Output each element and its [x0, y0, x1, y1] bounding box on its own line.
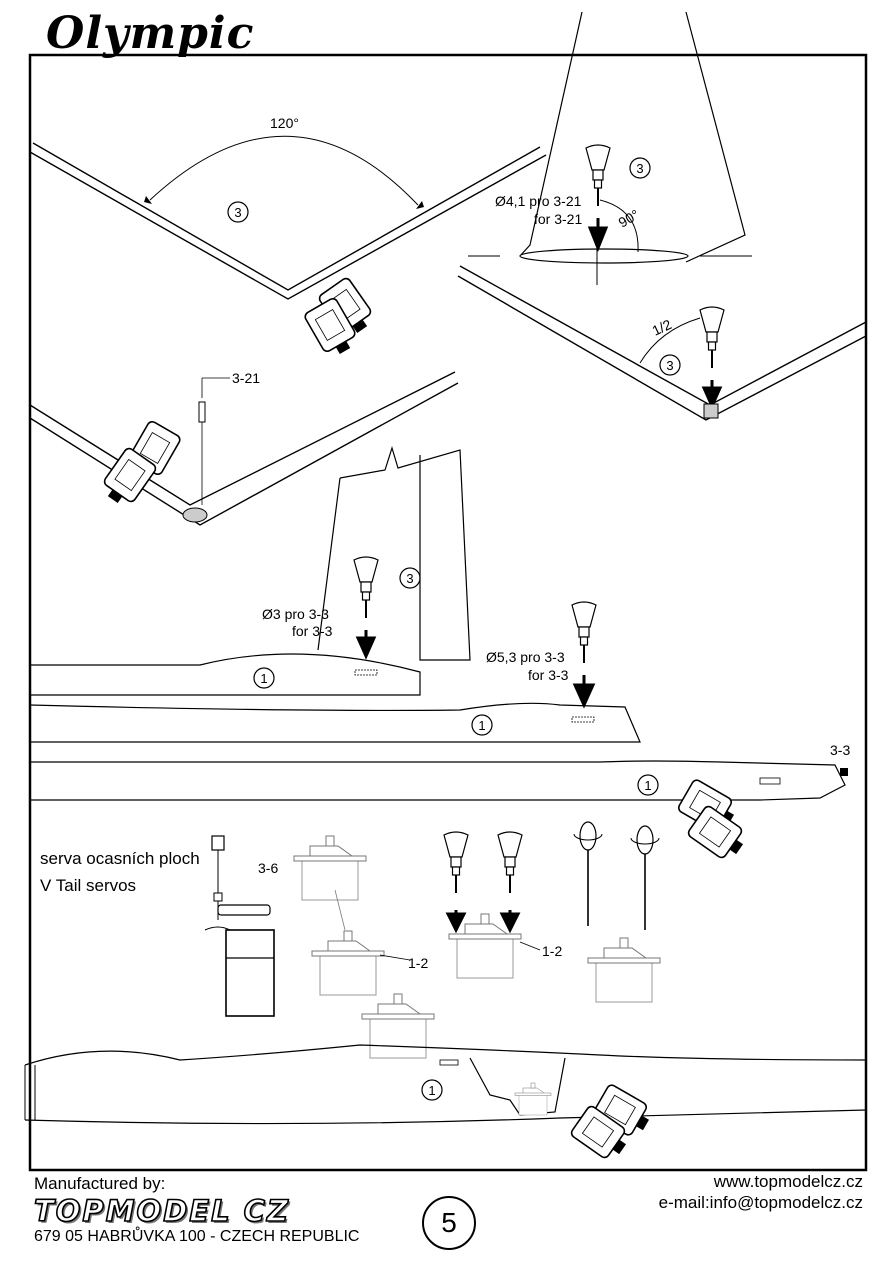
drill-41-line1: Ø4,1 pro 3-21 [495, 193, 582, 209]
callout-circle: 1 [644, 778, 651, 793]
v-joint-half-figure [457, 265, 867, 421]
angle-120-label: 120° [270, 115, 299, 131]
fin-drilling-figure [468, 11, 752, 285]
v-joint-321-figure [29, 371, 459, 526]
drill-3-line2: for 3-3 [292, 623, 333, 639]
callout-circle: 1 [428, 1083, 435, 1098]
angle-90-label: 90° [616, 206, 642, 230]
brand-logo: TOPMODEL CZ [33, 1193, 290, 1229]
manufacturer-address: 679 05 HABRŮVKA 100 - CZECH REPUBLIC [34, 1228, 360, 1245]
drill-53-line1: Ø5,3 pro 3-3 [486, 649, 565, 665]
callout-circle: 3 [234, 205, 241, 220]
fuselage-drilling-figure [29, 601, 641, 743]
servo-label-cz: serva ocasních ploch [40, 849, 200, 868]
half-label: 1/2 [650, 316, 675, 339]
callout-circle: 3 [406, 571, 413, 586]
page-number: 5 [422, 1196, 476, 1250]
part-12a-label: 1-2 [408, 955, 428, 971]
website-link[interactable]: www.topmodelcz.cz [713, 1172, 863, 1191]
drill-41-line2: for 3-21 [534, 211, 582, 227]
email-link[interactable]: e-mail:info@topmodelcz.cz [658, 1193, 863, 1212]
manufactured-by-label: Manufactured by: [34, 1174, 166, 1193]
callout-circle: 1 [260, 671, 267, 686]
fuselage-glue-figure [30, 760, 848, 865]
callout-circle: 1 [478, 718, 485, 733]
part-33-label: 3-3 [830, 742, 850, 758]
page-title: Olympic [46, 8, 255, 59]
fin-fuselage-figure [30, 445, 471, 696]
fuselage-servo-install-figure [24, 1044, 867, 1165]
part-12b-label: 1-2 [542, 943, 562, 959]
drill-3-line1: Ø3 pro 3-3 [262, 606, 329, 622]
part-321-label: 3-21 [232, 370, 260, 386]
servo-mount-figures [293, 821, 661, 1059]
callout-circle: 3 [636, 161, 643, 176]
v-joint-120-figure [29, 135, 547, 361]
part-36-label: 3-6 [258, 860, 278, 876]
servo-label-en: V Tail servos [40, 876, 136, 895]
callout-circle: 3 [666, 358, 673, 373]
servo-arm-figure [204, 835, 275, 1017]
drill-53-line2: for 3-3 [528, 667, 569, 683]
